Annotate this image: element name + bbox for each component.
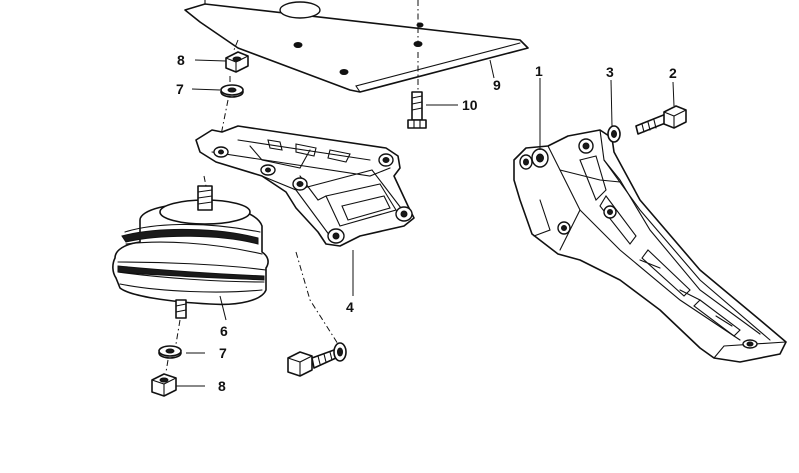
- washer-top[interactable]: [220, 84, 244, 98]
- callout-1: 1: [535, 63, 543, 79]
- support-bracket-1[interactable]: [513, 129, 787, 363]
- bolt-10[interactable]: [407, 52, 427, 129]
- callout-7-bottom: 7: [219, 345, 227, 361]
- callout-6: 6: [220, 323, 228, 339]
- callout-8-bottom: 8: [218, 378, 226, 394]
- callout-4: 4: [346, 299, 354, 315]
- washer-3[interactable]: [607, 125, 621, 143]
- callout-8-top: 8: [177, 52, 185, 68]
- heat-shield-plate[interactable]: [184, 0, 529, 93]
- callout-labels: 8 7 9 10 1 3 2 4 6 7 8: [176, 52, 677, 394]
- callout-7-top: 7: [176, 81, 184, 97]
- bolt-2[interactable]: [635, 105, 687, 135]
- engine-bracket-4[interactable]: [195, 125, 415, 247]
- callout-2: 2: [669, 65, 677, 81]
- callout-9: 9: [493, 77, 501, 93]
- leader-lines: [176, 59, 675, 387]
- callout-10: 10: [462, 97, 478, 113]
- callout-3: 3: [606, 64, 614, 80]
- rubber-mount-6[interactable]: [112, 185, 269, 319]
- nut-bottom[interactable]: [151, 373, 177, 397]
- washer-bottom[interactable]: [158, 345, 182, 359]
- nut-top[interactable]: [225, 51, 249, 73]
- bolt-bottom[interactable]: [287, 342, 347, 377]
